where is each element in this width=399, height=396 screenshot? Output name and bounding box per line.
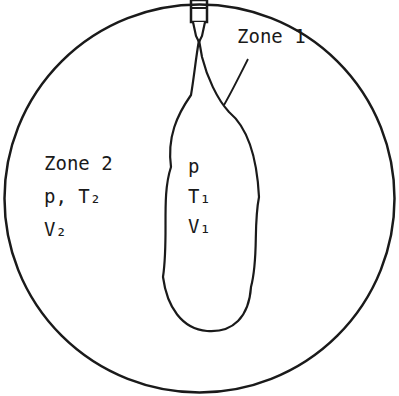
state-variable: p, T₂ [44, 185, 101, 207]
chamber-wall [5, 5, 395, 393]
injector-band [191, 7, 207, 9]
injector-nozzle [193, 22, 205, 42]
state-variable: T₁ [188, 185, 211, 207]
zone-label: Zone 1 [237, 25, 306, 47]
state-variable: p [188, 155, 199, 177]
state-variable: V₂ [44, 218, 67, 240]
leader-line [224, 59, 248, 105]
spray-zone-outline [147, 37, 277, 337]
chamber-zone: Zone 2 p, T₂ V₂ Zone 1 pT₁ V₁ [3, 3, 396, 394]
zone-label: Zone 2 [44, 152, 113, 174]
state-variable: V₁ [188, 215, 211, 237]
spray-zone: Zone 1pT₁V₁ [147, 37, 277, 337]
spray-plume [163, 40, 259, 331]
